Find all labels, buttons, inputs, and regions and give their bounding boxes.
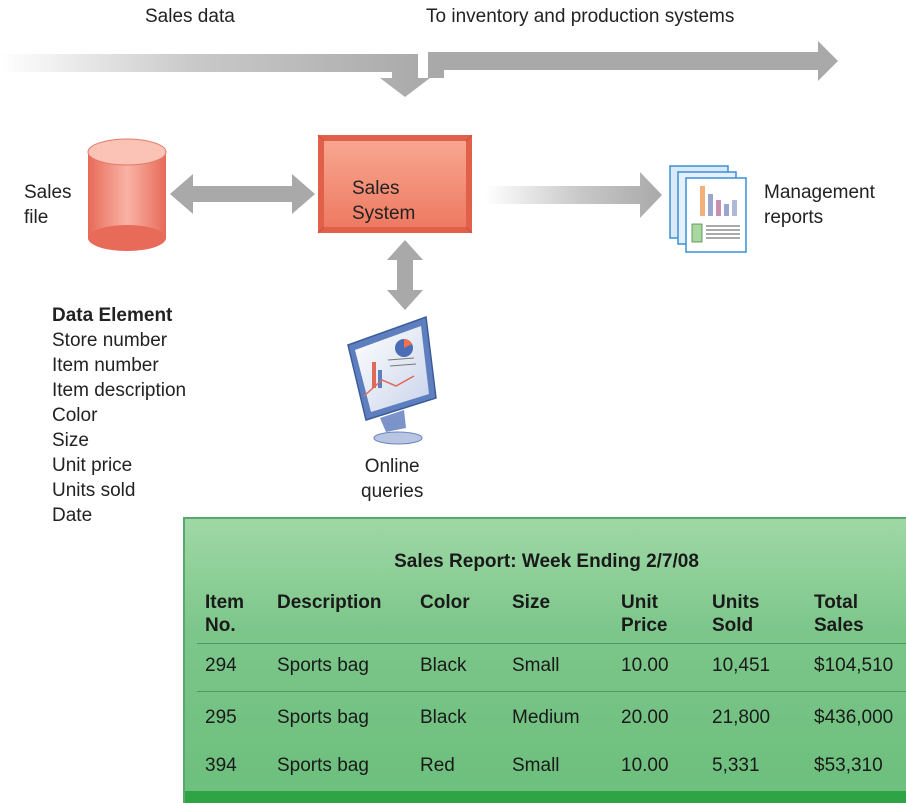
col-header-description: Description <box>277 592 382 613</box>
report-bottom-bar <box>185 791 906 803</box>
table-cell: 21,800 <box>712 707 771 728</box>
sales-file-label: Sales file <box>24 182 72 228</box>
inventory-arrow <box>428 41 838 81</box>
table-cell: 294 <box>205 655 237 676</box>
table-cell: 394 <box>205 755 237 776</box>
data-element-list: Store number Item number Item descriptio… <box>52 328 186 528</box>
table-cell: Black <box>420 707 467 728</box>
table-cell: $436,000 <box>814 707 894 728</box>
data-element-item: Units sold <box>52 480 136 501</box>
col-header-item-no: Item No. <box>205 592 245 636</box>
table-cell: Sports bag <box>277 655 369 676</box>
management-reports-icon <box>669 165 747 253</box>
table-cell: Small <box>512 655 560 676</box>
table-cell: 10,451 <box>712 655 771 676</box>
table-cell: 10.00 <box>621 755 669 776</box>
col-header-unit-price: Unit Price <box>621 592 668 636</box>
col-header-total-sales: Total Sales <box>814 592 864 636</box>
row-divider <box>197 691 906 692</box>
table-cell: Sports bag <box>277 755 369 776</box>
sales-report-panel: Sales Report: Week Ending 2/7/08 Item No… <box>183 517 906 803</box>
table-cell: 295 <box>205 707 237 728</box>
col-header-units-sold: Units Sold <box>712 592 760 636</box>
header-divider <box>197 643 906 644</box>
data-element-item: Size <box>52 430 89 451</box>
sales-data-arrow <box>0 54 430 97</box>
table-cell: 20.00 <box>621 707 669 728</box>
table-cell: $104,510 <box>814 655 894 676</box>
sales-data-label: Sales data <box>145 6 235 27</box>
management-reports-label: Management reports <box>764 182 875 228</box>
data-element-item: Item description <box>52 380 187 401</box>
data-element-item: Color <box>52 405 98 426</box>
table-cell: Sports bag <box>277 707 369 728</box>
data-element-item: Unit price <box>52 455 133 476</box>
data-element-item: Date <box>52 505 93 526</box>
table-cell: Medium <box>512 707 580 728</box>
inventory-label: To inventory and production systems <box>426 6 735 27</box>
sales-system-label: Sales System <box>352 178 416 224</box>
data-element-title: Data Element <box>52 305 173 326</box>
col-header-color: Color <box>420 592 470 613</box>
data-element-section: Data Element Store number Item number It… <box>52 303 186 528</box>
table-cell: $53,310 <box>814 755 883 776</box>
table-cell: Black <box>420 655 467 676</box>
online-queries-label: Online queries <box>361 456 424 502</box>
table-cell: 5,331 <box>712 755 760 776</box>
diagram-graphics <box>0 41 838 445</box>
sales-system-box <box>317 134 473 234</box>
col-header-size: Size <box>512 592 551 613</box>
table-cell: Red <box>420 755 455 776</box>
reports-arrow <box>485 172 662 218</box>
data-element-item: Item number <box>52 355 159 376</box>
monitor-icon <box>347 315 437 445</box>
sales-file-cylinder-icon <box>87 138 167 251</box>
sales-report-title: Sales Report: Week Ending 2/7/08 <box>394 551 699 572</box>
table-cell: 10.00 <box>621 655 669 676</box>
data-element-item: Store number <box>52 330 168 351</box>
file-system-double-arrow <box>170 174 315 214</box>
system-queries-double-arrow <box>387 240 423 310</box>
table-cell: Small <box>512 755 560 776</box>
